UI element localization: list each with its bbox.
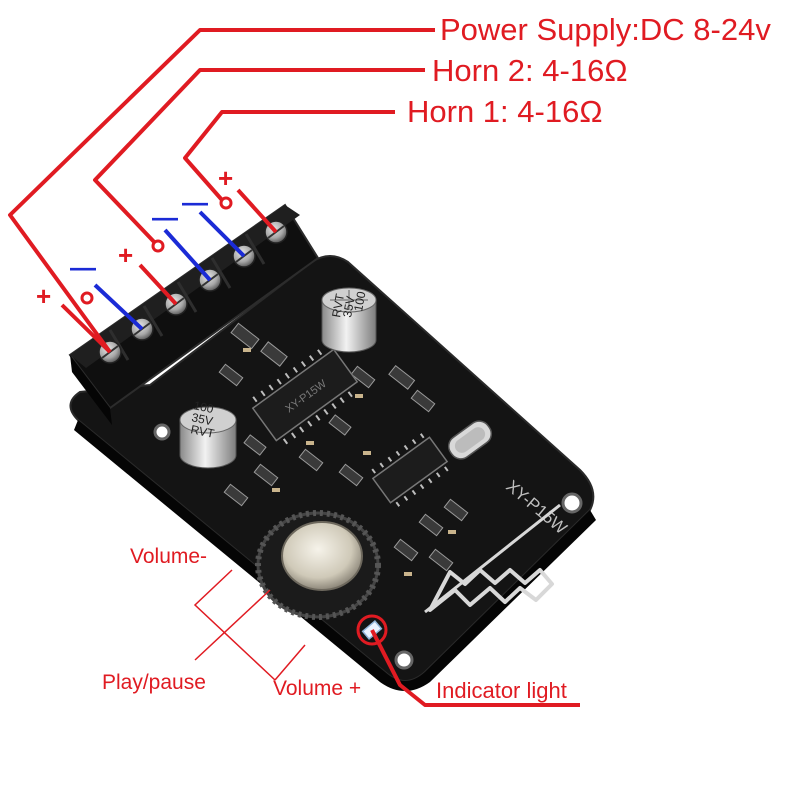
capacitor-right: 100 35V RVT bbox=[321, 287, 377, 353]
pcb-board: XY-P15W XY-P15W bbox=[69, 255, 596, 691]
label-play-pause: Play/pause bbox=[102, 671, 206, 694]
wire-horn2-plus bbox=[138, 263, 178, 306]
label-volume-plus: Volume + bbox=[273, 677, 362, 700]
wire-power-plus bbox=[60, 303, 112, 354]
mounting-hole bbox=[153, 423, 171, 441]
label-indicator-light: Indicator light bbox=[436, 678, 567, 703]
label-power-supply: Power Supply:DC 8-24v bbox=[440, 12, 771, 47]
mounting-hole bbox=[394, 650, 414, 670]
wire-end-dot bbox=[151, 239, 165, 253]
indicator-ring bbox=[356, 614, 388, 646]
wire-end-dot bbox=[80, 291, 94, 305]
polarity-plus-power: + bbox=[36, 281, 52, 311]
bracket-play-pause bbox=[194, 589, 271, 661]
wire-end-dot bbox=[219, 196, 233, 210]
rotary-control-knob[interactable] bbox=[255, 510, 381, 620]
label-volume-minus: Volume- bbox=[130, 545, 208, 568]
wire-horn1 bbox=[183, 110, 395, 202]
capacitor-series: RVT bbox=[329, 292, 347, 319]
wire-power-minus bbox=[93, 283, 144, 331]
capacitor-voltage: 35V bbox=[340, 295, 357, 318]
capacitor-voltage: 35V bbox=[190, 410, 214, 428]
antenna-trace bbox=[428, 568, 554, 612]
wire-horn1-minus bbox=[198, 210, 246, 258]
mounting-hole bbox=[561, 492, 583, 514]
wire-indicator-light bbox=[370, 629, 580, 707]
polarity-minus-horn1: — bbox=[182, 187, 208, 217]
capacitor-value: 100 bbox=[351, 290, 368, 312]
capacitor-value: 100 bbox=[192, 398, 215, 416]
label-horn2: Horn 2: 4-16Ω bbox=[432, 53, 628, 88]
wire-power-supply bbox=[8, 28, 435, 354]
wire-horn2 bbox=[93, 68, 425, 248]
polarity-minus-horn2: — bbox=[152, 202, 178, 232]
crystal-oscillator bbox=[447, 420, 493, 460]
wire-horn2-minus bbox=[163, 228, 212, 282]
bracket-volume-minus bbox=[193, 569, 276, 681]
bluetooth-chip bbox=[371, 433, 449, 507]
polarity-minus-power: — bbox=[70, 252, 96, 282]
bracket-volume-plus bbox=[274, 644, 306, 681]
capacitor-left: 100 35V RVT bbox=[179, 398, 237, 469]
polarity-plus-horn1: + bbox=[218, 163, 234, 193]
capacitor-series: RVT bbox=[189, 422, 216, 441]
wire-horn1-plus bbox=[236, 188, 278, 234]
label-horn1: Horn 1: 4-16Ω bbox=[407, 94, 603, 129]
polarity-plus-horn2: + bbox=[118, 240, 134, 270]
